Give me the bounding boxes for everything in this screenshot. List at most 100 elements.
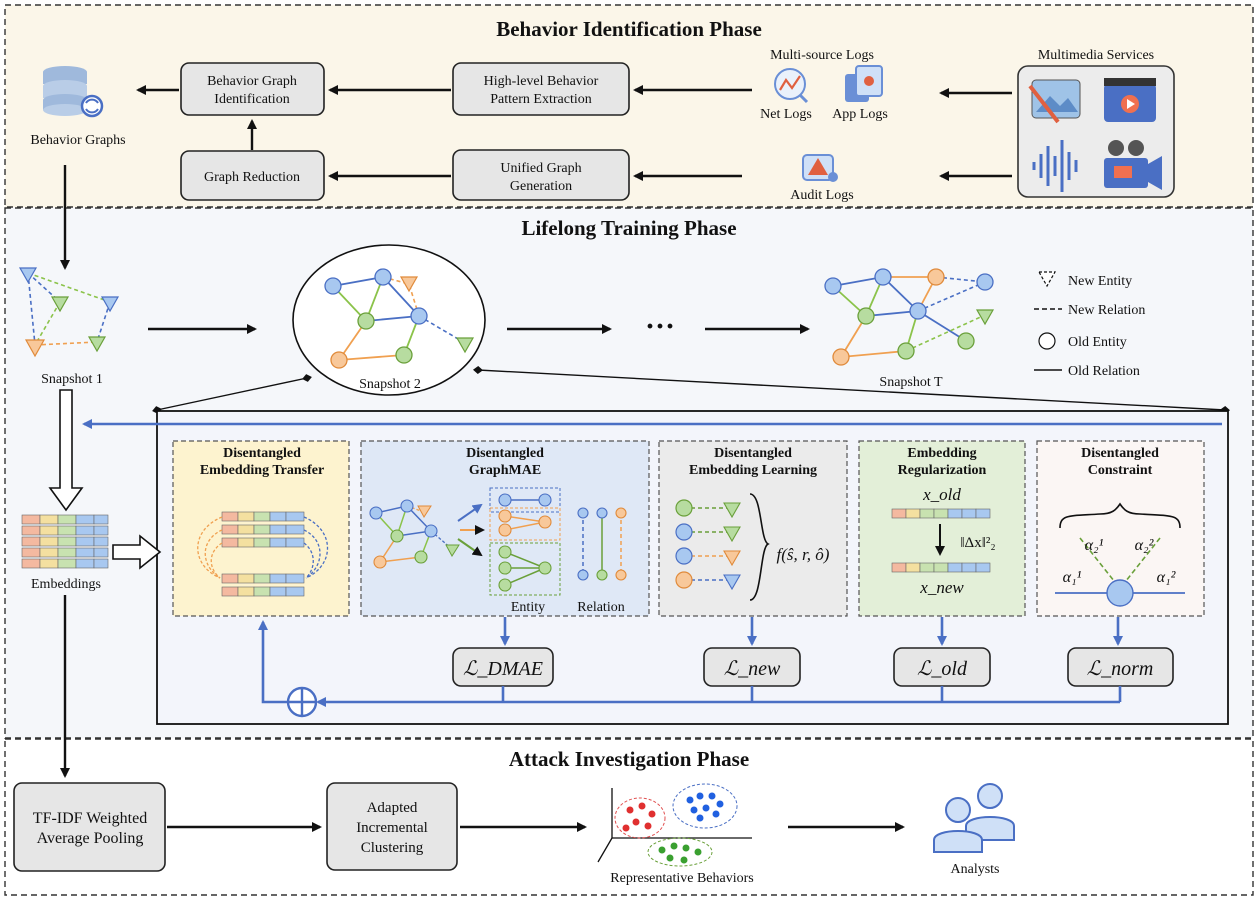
svg-text:TF-IDF Weighted: TF-IDF Weighted: [33, 810, 147, 827]
score-function-label: f(ŝ, r, ô): [777, 545, 830, 564]
multimedia-services-label: Multimedia Services: [1038, 48, 1154, 63]
loss-new-box[interactable]: ℒ_new: [703, 647, 801, 687]
unified-generation-box[interactable]: Unified Graph Generation: [452, 149, 630, 201]
svg-text:High-level Behavior: High-level Behavior: [484, 74, 599, 89]
app-logs-icon: [845, 65, 883, 102]
pooling-box[interactable]: TF-IDF Weighted Average Pooling: [13, 782, 166, 872]
svg-text:Disentangled: Disentangled: [714, 446, 792, 461]
sum-icon: [286, 686, 318, 718]
graphmae-arrow-blue: [457, 503, 483, 522]
attack-phase-title: Attack Investigation Phase: [509, 747, 749, 771]
svg-text:ℒ_old: ℒ_old: [917, 658, 968, 680]
multi-source-logs-label: Multi-source Logs: [770, 48, 874, 63]
graphmae-graph: [369, 499, 460, 569]
behavior-graphs-label: Behavior Graphs: [30, 133, 125, 148]
legend-old-entity-icon: [1038, 332, 1056, 350]
cluster-plot: [597, 783, 752, 867]
svg-text:Regularization: Regularization: [898, 463, 987, 478]
svg-text:Embedding Transfer: Embedding Transfer: [200, 463, 324, 478]
constraint-line-left: [1079, 537, 1119, 587]
representative-behaviors-label: Representative Behaviors: [610, 871, 753, 886]
svg-text:New Entity: New Entity: [1068, 274, 1132, 289]
alpha-1-1: α₁¹: [1063, 569, 1082, 586]
constraint-brace: [1059, 502, 1181, 529]
svg-text:Average Pooling: Average Pooling: [37, 830, 144, 847]
graphmae-entity-groups: [489, 487, 561, 596]
relation-label: Relation: [577, 600, 624, 615]
app-logs-label: App Logs: [832, 107, 888, 122]
x-old-vector: [891, 508, 991, 519]
hollow-arrow-right: [112, 534, 162, 570]
x-new-label: x_new: [919, 578, 964, 597]
svg-text:Clustering: Clustering: [361, 840, 424, 856]
legend-new-entity-icon: [1037, 271, 1057, 288]
svg-text:Disentangled: Disentangled: [223, 446, 301, 461]
svg-text:Graph Reduction: Graph Reduction: [204, 170, 300, 185]
graph-reduction-box[interactable]: Graph Reduction: [180, 150, 325, 201]
alpha-2-2: α₂²: [1135, 537, 1155, 554]
alpha-1-2: α₁²: [1157, 569, 1177, 586]
pattern-extraction-box[interactable]: High-level Behavior Pattern Extraction: [452, 62, 630, 116]
svg-text:Behavior Graph: Behavior Graph: [207, 74, 297, 89]
analysts-label: Analysts: [951, 862, 1000, 877]
svg-text:Constraint: Constraint: [1088, 463, 1153, 478]
feedback-arrow-bottom: [258, 620, 288, 704]
transfer-embeddings-graphic: [197, 511, 329, 597]
ellipsis-label: ···: [645, 310, 675, 343]
svg-text:Pattern Extraction: Pattern Extraction: [490, 92, 591, 107]
learning-pairs-graphic: [675, 493, 770, 601]
snapshot-2-graph: [324, 268, 475, 369]
svg-text:Embedding: Embedding: [907, 446, 976, 461]
svg-text:ℒ_DMAE: ℒ_DMAE: [463, 658, 543, 680]
constraint-node: [1106, 579, 1134, 607]
delta-label: ‖Δx‖²₂: [960, 535, 995, 551]
svg-text:Embedding Learning: Embedding Learning: [689, 463, 817, 478]
snapshot-t-graph: [824, 268, 995, 366]
audit-logs-label: Audit Logs: [790, 188, 853, 203]
svg-text:Disentangled: Disentangled: [466, 446, 544, 461]
svg-text:Disentangled: Disentangled: [1081, 446, 1159, 461]
svg-text:GraphMAE: GraphMAE: [469, 463, 541, 478]
database-icon: [43, 66, 104, 118]
analysts-icon: [933, 783, 1015, 853]
svg-text:New Relation: New Relation: [1068, 303, 1145, 318]
graphmae-arrow-green: [457, 538, 483, 557]
x-new-vector: [891, 562, 991, 573]
svg-text:Old Relation: Old Relation: [1068, 364, 1140, 379]
alpha-2-1: α₂¹: [1085, 537, 1104, 554]
video-camera-icon: [1104, 140, 1162, 190]
net-logs-label: Net Logs: [760, 107, 812, 122]
svg-text:Old Entity: Old Entity: [1068, 335, 1127, 350]
snapshot-t-label: Snapshot T: [879, 375, 943, 390]
embeddings-label: Embeddings: [31, 577, 101, 592]
loss-old-box[interactable]: ℒ_old: [893, 647, 991, 687]
constraint-line-right: [1121, 537, 1161, 587]
entity-label: Entity: [511, 600, 545, 615]
snapshot-2-ellipse: [292, 244, 486, 396]
behavior-phase-title: Behavior Identification Phase: [496, 17, 762, 41]
audio-wave-icon: [1032, 140, 1078, 192]
svg-text:Adapted: Adapted: [367, 800, 418, 816]
svg-text:ℒ_norm: ℒ_norm: [1087, 658, 1154, 680]
audit-logs-icon: [802, 154, 838, 182]
connector-left: [152, 374, 312, 414]
module-regularization[interactable]: [858, 440, 1026, 617]
video-clapper-icon: [1104, 78, 1156, 122]
lifelong-phase-title: Lifelong Training Phase: [521, 216, 736, 240]
snapshot-1-label: Snapshot 1: [41, 372, 103, 387]
snapshot-2-label: Snapshot 2: [359, 377, 421, 392]
x-old-label: x_old: [922, 485, 961, 504]
clustering-box[interactable]: Adapted Incremental Clustering: [326, 782, 458, 871]
graph-identification-box[interactable]: Behavior Graph Identification: [180, 62, 325, 116]
net-logs-icon: [774, 68, 809, 104]
image-media-icon: [1028, 79, 1081, 124]
snapshot-1-graph: [18, 267, 120, 358]
svg-text:Unified Graph: Unified Graph: [500, 161, 581, 176]
svg-text:Identification: Identification: [214, 92, 289, 107]
loss-norm-box[interactable]: ℒ_norm: [1067, 647, 1174, 687]
hollow-arrow-down: [48, 389, 84, 512]
embeddings-matrix: [21, 514, 109, 569]
loss-dmae-box[interactable]: ℒ_DMAE: [452, 647, 554, 687]
svg-text:ℒ_new: ℒ_new: [724, 658, 781, 680]
attack-phase-panel: [4, 738, 1254, 896]
